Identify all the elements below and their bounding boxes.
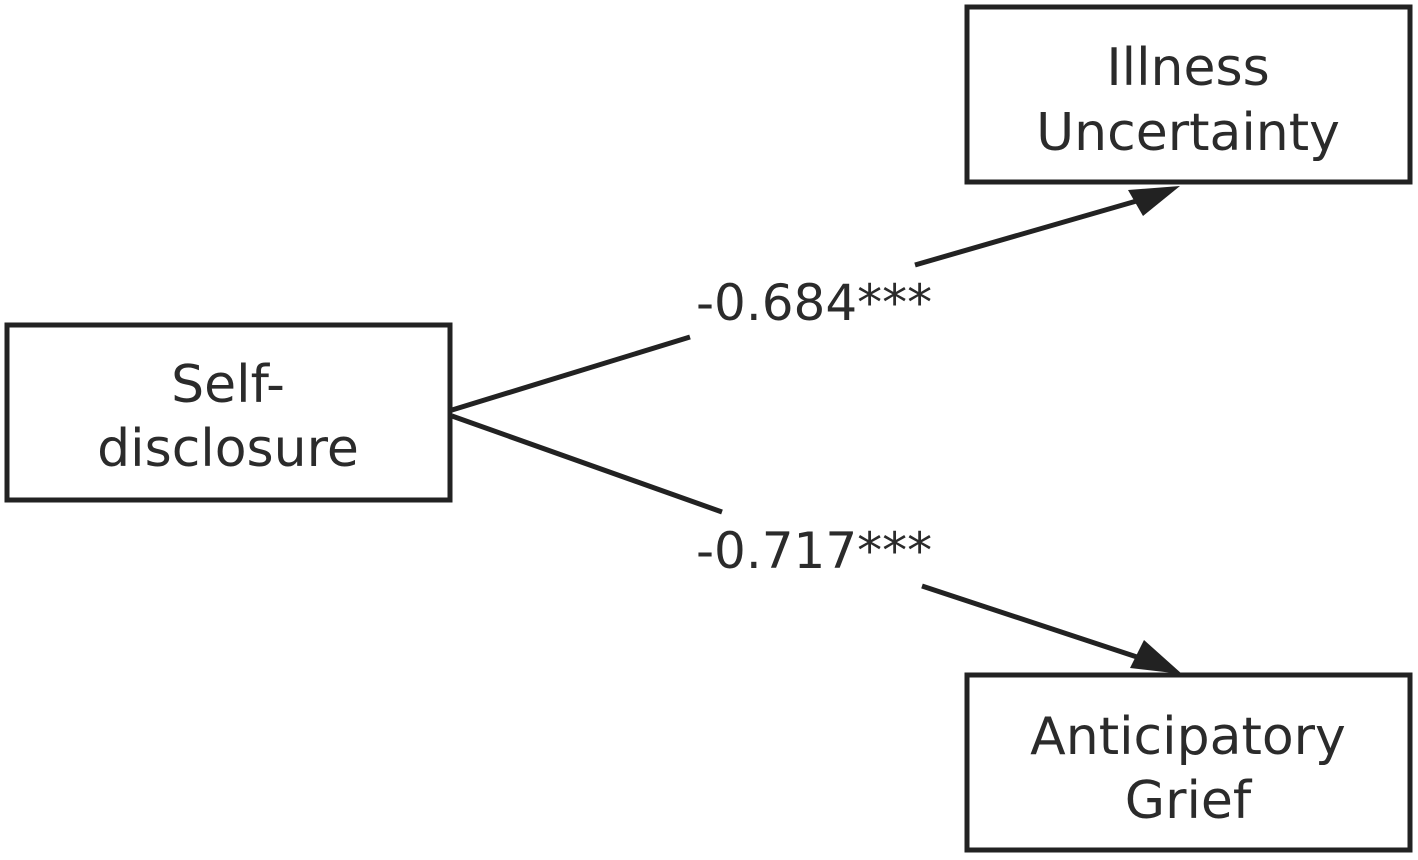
path-line-segment — [451, 334, 691, 413]
path-line-segment — [914, 197, 1141, 268]
node-label-line: Uncertainty — [1036, 103, 1340, 163]
path-line-segment — [921, 583, 1141, 661]
node-box — [964, 672, 1413, 853]
node-label-line: Grief — [1125, 771, 1253, 831]
node-self-disclosure: Self- disclosure — [4, 322, 453, 503]
arrowhead-icon — [1130, 640, 1182, 674]
path-line-segment — [451, 413, 723, 515]
path-to-illness-uncertainty: -0.684*** — [451, 186, 1180, 413]
arrowhead-icon — [1128, 186, 1180, 216]
node-box — [964, 4, 1413, 185]
node-anticipatory-grief: Anticipatory Grief — [964, 672, 1413, 853]
node-label-line: Anticipatory — [1030, 707, 1346, 767]
path-to-anticipatory-grief: -0.717*** — [451, 413, 1182, 674]
node-box — [4, 322, 453, 503]
node-label-line: Illness — [1106, 38, 1269, 98]
node-label-line: Self- — [171, 355, 285, 415]
path-coefficient-label: -0.684*** — [696, 274, 932, 332]
node-label-line: disclosure — [97, 419, 359, 479]
path-coefficient-label: -0.717*** — [696, 522, 932, 580]
node-illness-uncertainty: Illness Uncertainty — [964, 4, 1413, 185]
